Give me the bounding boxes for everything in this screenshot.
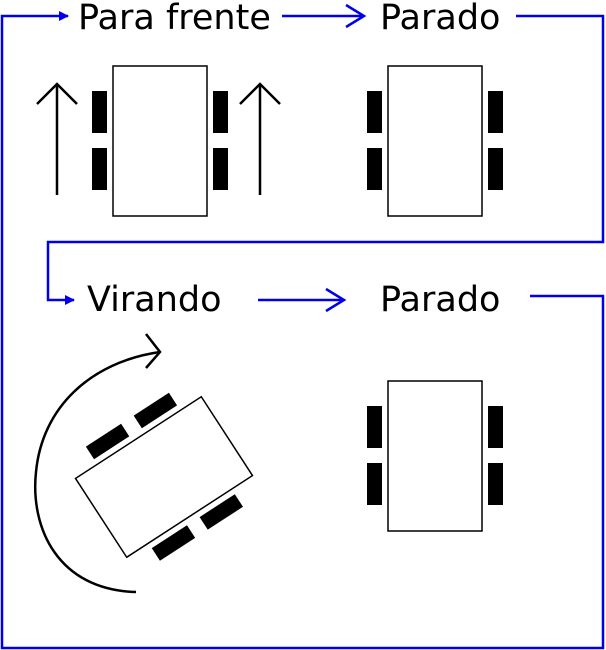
robot-body [74,395,254,559]
robot-wheel [92,148,107,190]
robot-wheel [488,406,503,448]
robot-wheel [367,148,382,190]
robot-wheel [151,525,196,561]
robot-body [387,380,483,532]
flow-connectors [0,3,605,650]
state-label-stopped-2: Parado [380,280,500,320]
robot-turning [34,333,254,594]
robot-wheel [85,423,130,460]
robot-wheel [199,494,243,530]
flow-turning-to-stopped-head [325,287,347,313]
robot-wheel [92,91,107,133]
robot-stopped-2 [367,380,503,532]
flow-forward-to-stopped-head [345,3,367,29]
state-label-stopped-1: Parado [380,0,500,38]
robot-body [387,65,483,217]
state-label-turning: Virando [87,280,222,320]
robot-wheel [213,91,228,133]
robot-wheel [367,406,382,448]
rotate-arrow-icon [34,333,162,594]
flow-loop-back [0,11,605,650]
robot-stopped-1 [367,65,503,217]
flow-stopped-to-turning [46,14,605,305]
robot-wheel [488,148,503,190]
robot-wheel [488,91,503,133]
robot-forward [36,65,281,217]
robot-wheel [213,148,228,190]
robot-wheel [367,463,382,505]
robot-body [112,65,208,217]
robot-wheel [488,463,503,505]
robot-wheel [133,392,178,429]
robot-wheel [367,91,382,133]
arrow-up-icon [239,82,281,195]
state-label-forward: Para frente [78,0,271,38]
arrow-up-icon [36,82,78,195]
